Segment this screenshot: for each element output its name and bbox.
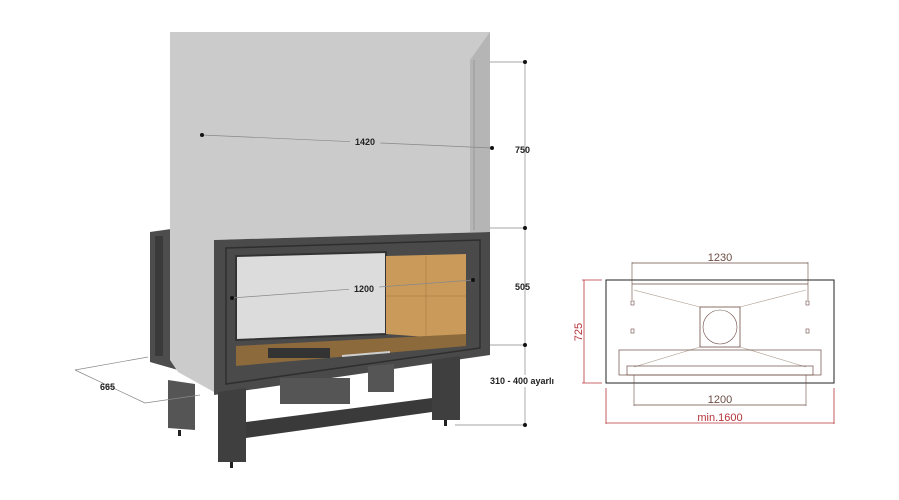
left-back-leg [168, 380, 195, 430]
flue-box [699, 306, 741, 348]
side-edge [155, 236, 163, 356]
depth-label: 665 [100, 382, 115, 392]
render-dimensions [74, 61, 526, 426]
plan-top-width-label: 1230 [708, 252, 732, 264]
base-rail [246, 398, 432, 438]
hood-height-label: 750 [515, 145, 530, 155]
plan-bottom-width-label: 1200 [708, 394, 732, 406]
flue-pipe [702, 309, 738, 345]
fireplace-render [150, 32, 490, 468]
plan-drawing [582, 262, 835, 424]
grate [268, 348, 330, 358]
dimension-dots [200, 60, 527, 427]
ash-box [280, 378, 350, 404]
hood-shade [470, 32, 490, 232]
leg-height-label: 310 - 400 ayarlı [490, 376, 554, 386]
hood [170, 32, 490, 392]
plan-outline [605, 279, 835, 384]
plan-min-width-label: min.1600 [697, 412, 742, 424]
right-front-leg [432, 356, 460, 420]
opening-height-label: 505 [515, 282, 530, 292]
left-front-leg [218, 388, 246, 462]
opening-width-label: 1200 [354, 284, 374, 294]
right-back-leg [368, 364, 394, 392]
frame-inner [225, 239, 481, 385]
hood-width-label: 1420 [355, 137, 375, 147]
plan-height-label: 725 [573, 323, 585, 341]
door-handle [341, 351, 391, 357]
